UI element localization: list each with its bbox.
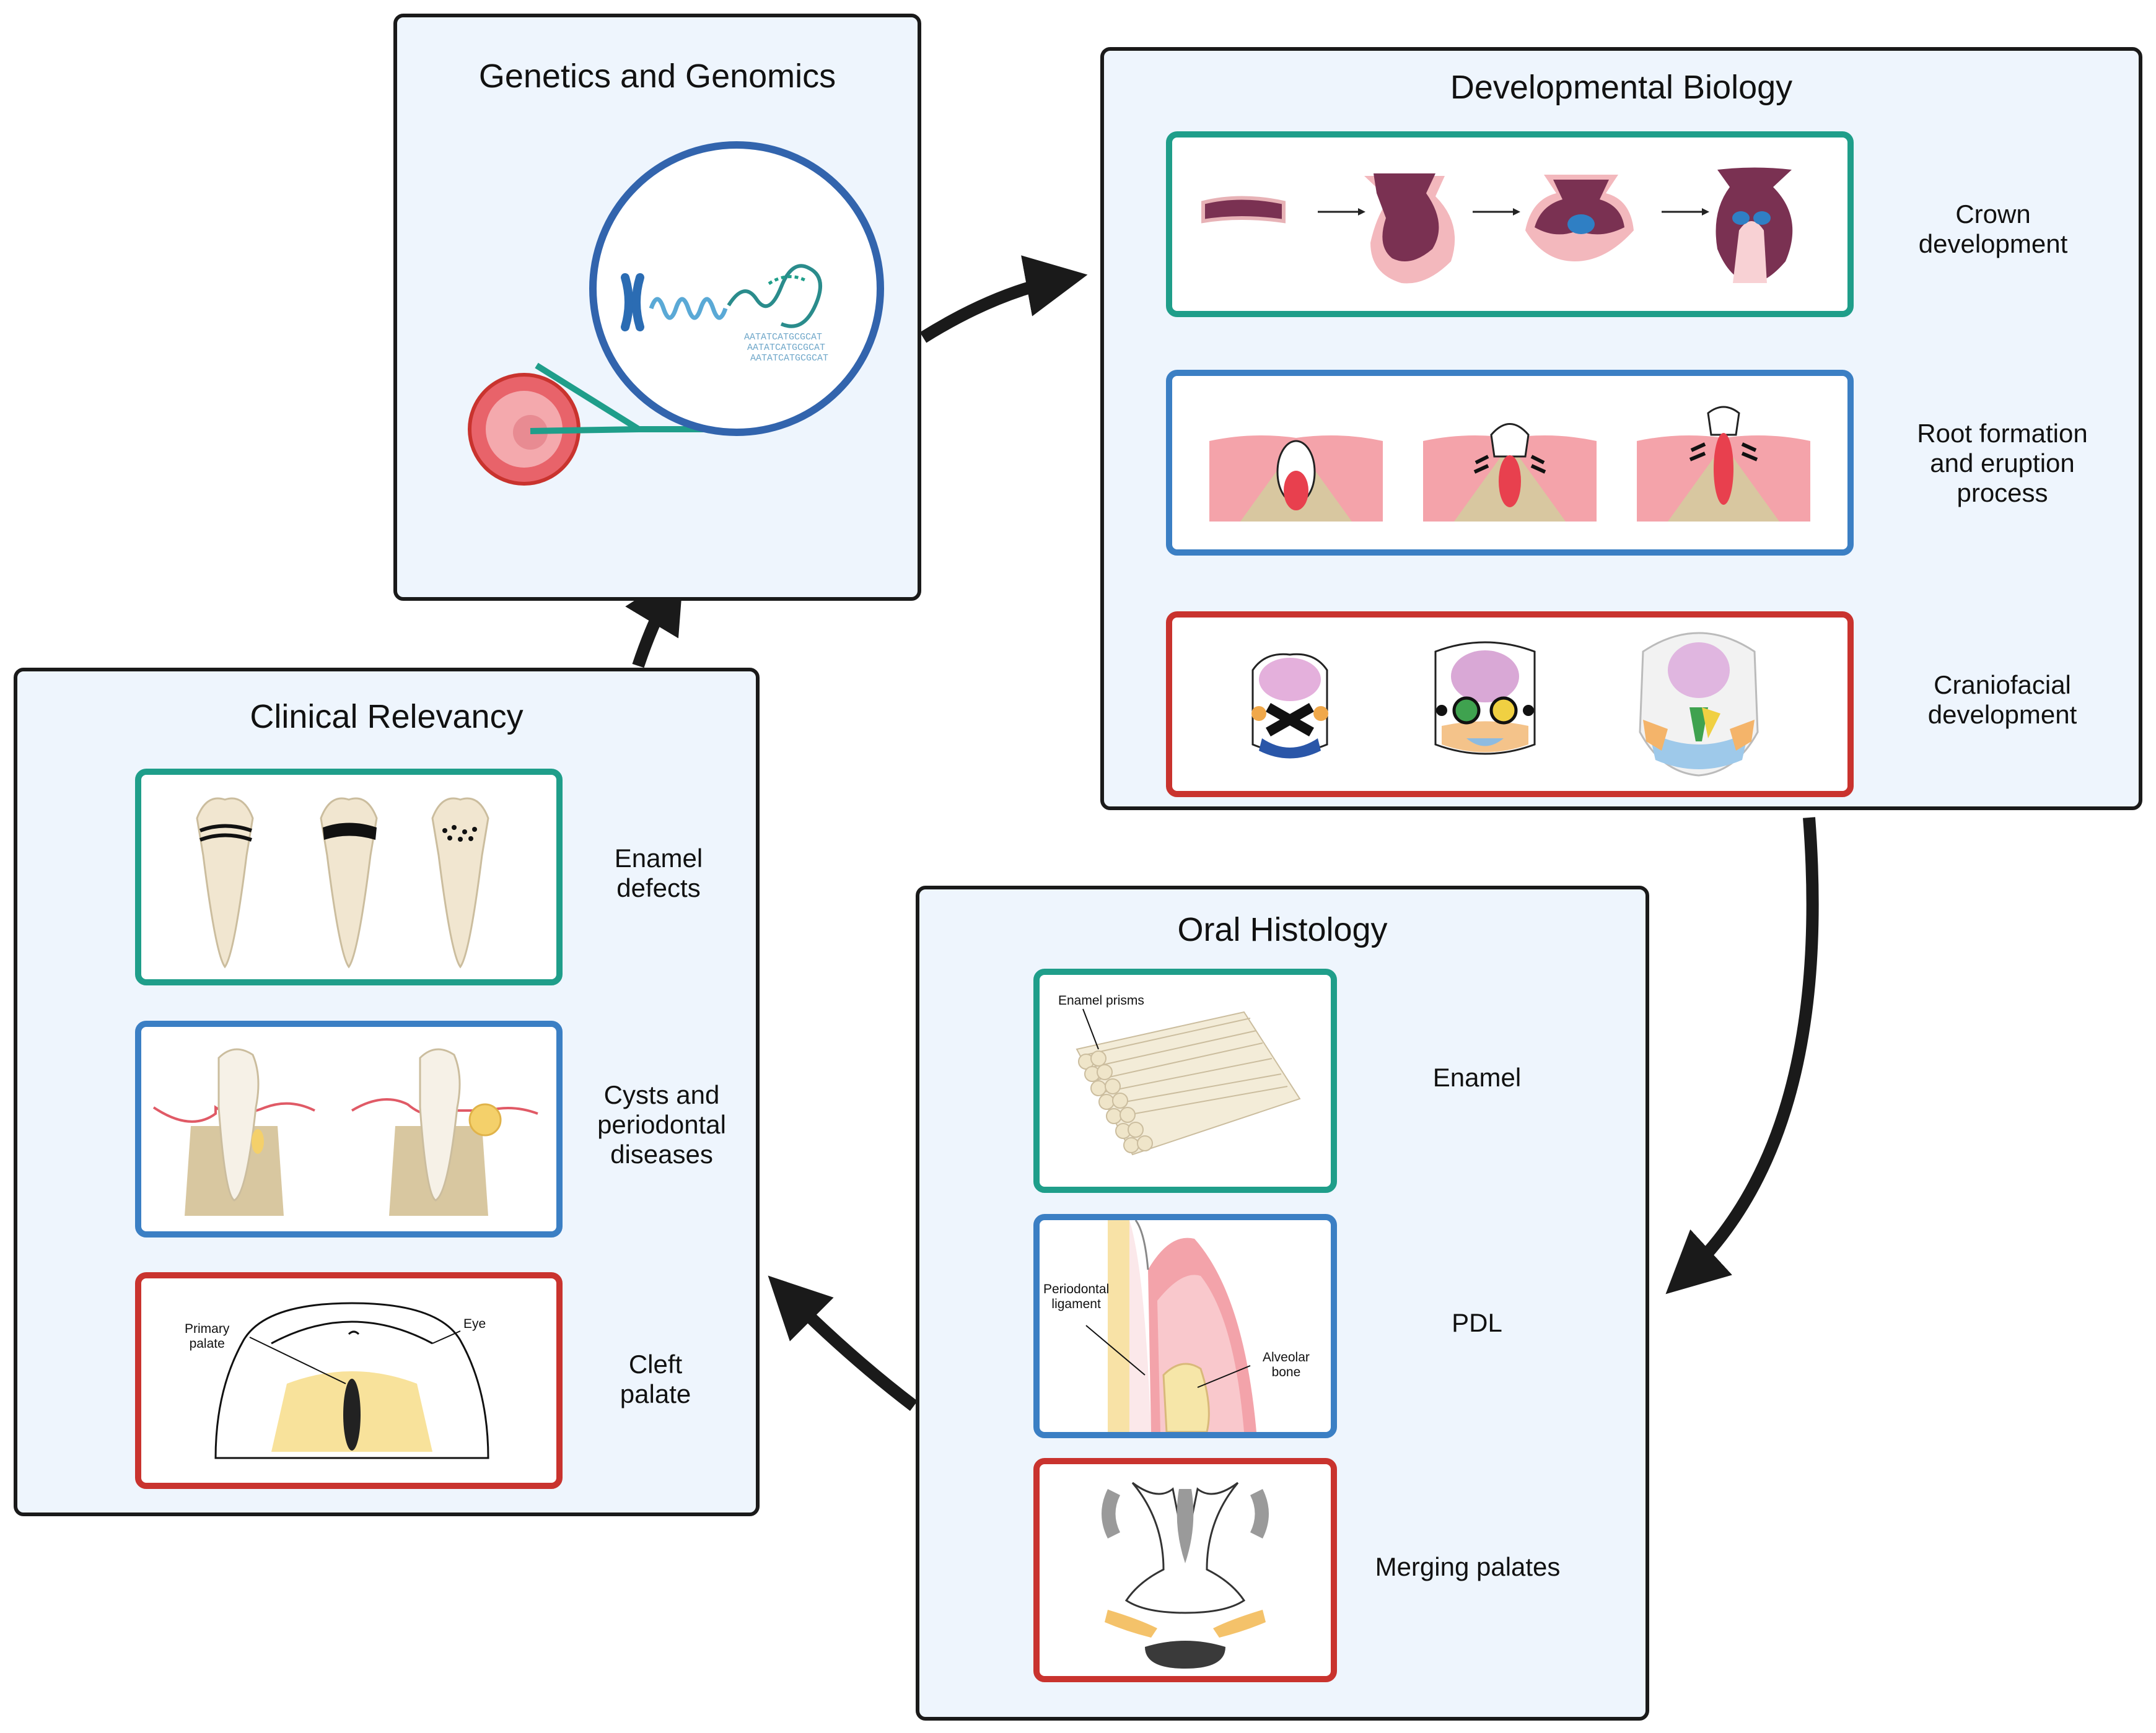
merging-palates-box xyxy=(1033,1458,1337,1682)
clinical-title: Clinical Relevancy xyxy=(250,698,524,735)
crown-development-label: Crown development xyxy=(1918,199,2068,258)
cysts-box xyxy=(135,1021,563,1238)
merging-palates-illustration xyxy=(1102,1482,1269,1669)
enamel-prisms-illustration xyxy=(1076,1008,1301,1156)
genetics-title: Genetics and Genomics xyxy=(478,58,836,95)
svg-text:AATATCATGCGCAT: AATATCATGCGCAT xyxy=(744,332,822,343)
alveolar-bone-annotation: Alveolar bone xyxy=(1263,1350,1310,1379)
chromosome-icon xyxy=(621,273,644,331)
primary-palate-annotation: Primary palate xyxy=(185,1322,230,1351)
enamel-defects-label: Enamel defects xyxy=(614,844,703,902)
craniofacial-illustration xyxy=(1251,632,1759,777)
developmental-panel: Developmental Biology Crown development xyxy=(1100,47,2142,810)
chromatin-icon xyxy=(649,297,728,320)
arrow-histology-to-clinical xyxy=(768,1275,918,1411)
enamel-box: Enamel prisms xyxy=(1033,969,1337,1193)
crown-development-box xyxy=(1166,131,1854,317)
clinical-panel: Clinical Relevancy Enamel defects xyxy=(14,668,760,1516)
enamel-label: Enamel xyxy=(1432,1063,1522,1092)
zoom-circle xyxy=(589,141,884,436)
cleft-palate-label: Cleft palate xyxy=(620,1350,691,1408)
genetics-panel: Genetics and Genomics AATATCATGCGCAT AAT… xyxy=(393,14,921,601)
pdl-box: Periodontal ligament Alveolar bone xyxy=(1033,1214,1337,1438)
cell-dna-zoom-illustration: AATATCATGCGCAT AATATCATGCGCAT AATATCATGC… xyxy=(468,141,884,486)
periodontal-ligament-annotation: Periodontal ligament xyxy=(1043,1282,1110,1311)
arrow-developmental-to-histology xyxy=(1665,817,1819,1294)
pdl-illustration xyxy=(1085,1220,1256,1432)
cysts-label: Cysts and periodontal diseases xyxy=(597,1080,726,1169)
enamel-defects-box xyxy=(135,769,563,985)
dna-coil-icon xyxy=(727,264,822,328)
svg-text:AATATCATGCGCAT: AATATCATGCGCAT xyxy=(747,343,825,353)
developmental-title: Developmental Biology xyxy=(1450,69,1793,106)
merging-palates-label: Merging palates xyxy=(1375,1552,1561,1581)
eye-annotation: Eye xyxy=(463,1317,486,1331)
histology-panel: Oral Histology Enamel prisms Enamel xyxy=(916,886,1649,1721)
craniofacial-label: Craniofacial development xyxy=(1927,670,2077,729)
cleft-palate-illustration xyxy=(214,1302,489,1459)
enamel-defects-illustration xyxy=(196,797,489,969)
root-formation-box xyxy=(1166,370,1854,556)
cleft-palate-box: Primary palate Eye xyxy=(135,1272,563,1489)
root-formation-label: Root formation and eruption process xyxy=(1917,419,2088,507)
root-eruption-illustration xyxy=(1209,406,1810,522)
enamel-prisms-annotation: Enamel prisms xyxy=(1058,993,1144,1008)
svg-text:AATATCATGCGCAT: AATATCATGCGCAT xyxy=(750,353,828,364)
crown-stages-illustration xyxy=(1201,167,1793,284)
histology-title: Oral Histology xyxy=(1177,911,1388,948)
dna-sequence-text: AATATCATGCGCAT AATATCATGCGCAT AATATCATGC… xyxy=(744,332,828,364)
pdl-label: PDL xyxy=(1452,1308,1502,1337)
craniofacial-box xyxy=(1166,611,1854,797)
arrow-genetics-to-developmental xyxy=(919,255,1088,343)
cysts-illustration xyxy=(152,1048,538,1216)
